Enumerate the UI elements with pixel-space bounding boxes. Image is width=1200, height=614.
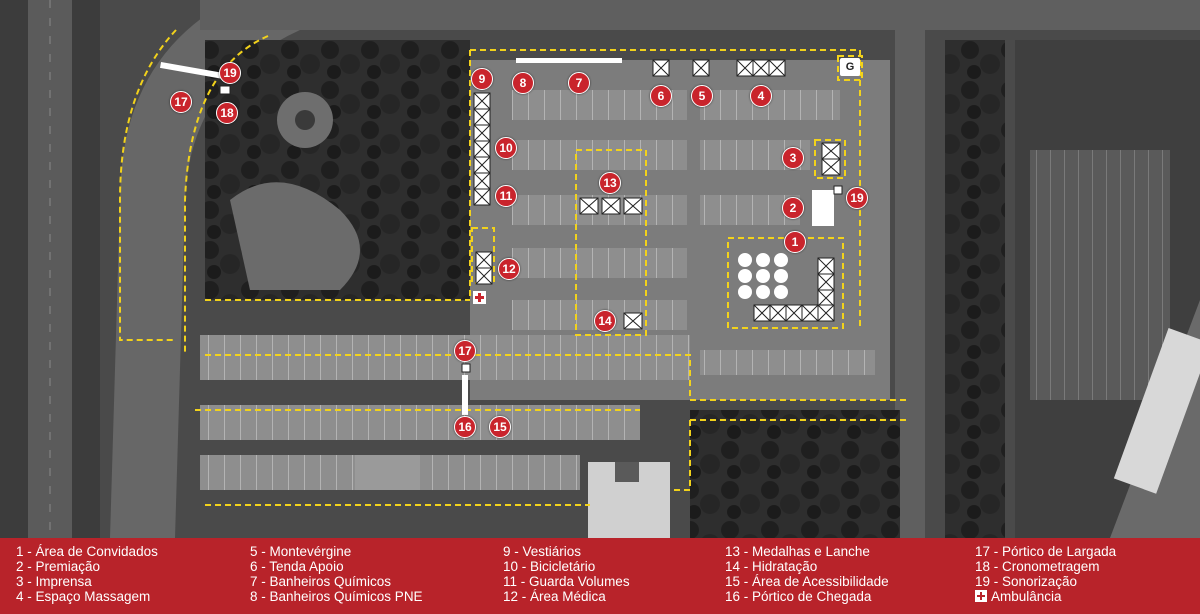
marker-chemical-toilets[interactable]: 7	[568, 72, 590, 94]
marker-sound[interactable]: 19	[219, 62, 241, 84]
marker-bike-rack[interactable]: 10	[495, 137, 517, 159]
marker-support-tent[interactable]: 6	[650, 85, 672, 107]
aerial-map: 1 2 3 4 5 6 7 8 9 10 11 12 13 14 15 16 1…	[0, 0, 1200, 538]
legend-item-ambulance-label: Ambulância	[991, 589, 1062, 604]
legend-column-3: 9 - Vestiários 10 - Bicicletário 11 - Gu…	[503, 544, 630, 604]
marker-start-portal-2[interactable]: 17	[454, 340, 476, 362]
marker-pne-toilets[interactable]: 8	[512, 72, 534, 94]
marker-montevergine[interactable]: 5	[691, 85, 713, 107]
legend-column-5: 17 - Pórtico de Largada 18 - Cronometrag…	[975, 544, 1116, 604]
marker-medals-snack[interactable]: 13	[599, 172, 621, 194]
marker-timing[interactable]: 18	[216, 102, 238, 124]
legend-column-2: 5 - Montevérgine 6 - Tenda Apoio 7 - Ban…	[250, 544, 423, 604]
map-base	[0, 0, 1200, 538]
marker-finish-portal[interactable]: 16	[454, 416, 476, 438]
legend-item: 11 - Guarda Volumes	[503, 574, 630, 589]
legend-item: 6 - Tenda Apoio	[250, 559, 344, 574]
marker-hydration[interactable]: 14	[594, 310, 616, 332]
legend-column-1: 1 - Área de Convidados 2 - Premiação 3 -…	[16, 544, 158, 604]
legend-item: 19 - Sonorização	[975, 574, 1078, 589]
marker-locker-rooms[interactable]: 9	[471, 68, 493, 90]
marker-press[interactable]: 3	[782, 147, 804, 169]
legend-column-4: 13 - Medalhas e Lanche 14 - Hidratação 1…	[725, 544, 889, 604]
legend-item: 10 - Bicicletário	[503, 559, 596, 574]
legend-item: 7 - Banheiros Químicos	[250, 574, 392, 589]
marker-medical-area[interactable]: 12	[498, 258, 520, 280]
legend-item: 12 - Área Médica	[503, 589, 606, 604]
legend-item: 17 - Pórtico de Largada	[975, 544, 1117, 559]
legend-item: 1 - Área de Convidados	[16, 544, 158, 559]
legend-item: 15 - Área de Acessibilidade	[725, 574, 889, 589]
legend-item-ambulance: Ambulância	[975, 589, 1116, 604]
legend-item: 9 - Vestiários	[503, 544, 582, 559]
marker-awards[interactable]: 2	[782, 197, 804, 219]
legend-item: 2 - Premiação	[16, 559, 101, 574]
marker-guest-area[interactable]: 1	[784, 231, 806, 253]
legend-item: 3 - Imprensa	[16, 574, 92, 589]
legend-item: 8 - Banheiros Químicos PNE	[250, 589, 423, 604]
g-marker[interactable]: G	[840, 58, 860, 76]
marker-bag-storage[interactable]: 11	[495, 185, 517, 207]
ambulance-icon	[975, 590, 987, 602]
legend-item: 4 - Espaço Massagem	[16, 589, 151, 604]
marker-accessibility[interactable]: 15	[489, 416, 511, 438]
marker-sound-2[interactable]: 19	[846, 187, 868, 209]
legend: 1 - Área de Convidados 2 - Premiação 3 -…	[0, 538, 1200, 614]
marker-massage[interactable]: 4	[750, 85, 772, 107]
legend-item: 5 - Montevérgine	[250, 544, 352, 559]
legend-item: 18 - Cronometragem	[975, 559, 1100, 574]
legend-item: 16 - Pórtico de Chegada	[725, 589, 872, 604]
marker-start-portal[interactable]: 17	[170, 91, 192, 113]
legend-item: 14 - Hidratação	[725, 559, 818, 574]
legend-item: 13 - Medalhas e Lanche	[725, 544, 870, 559]
